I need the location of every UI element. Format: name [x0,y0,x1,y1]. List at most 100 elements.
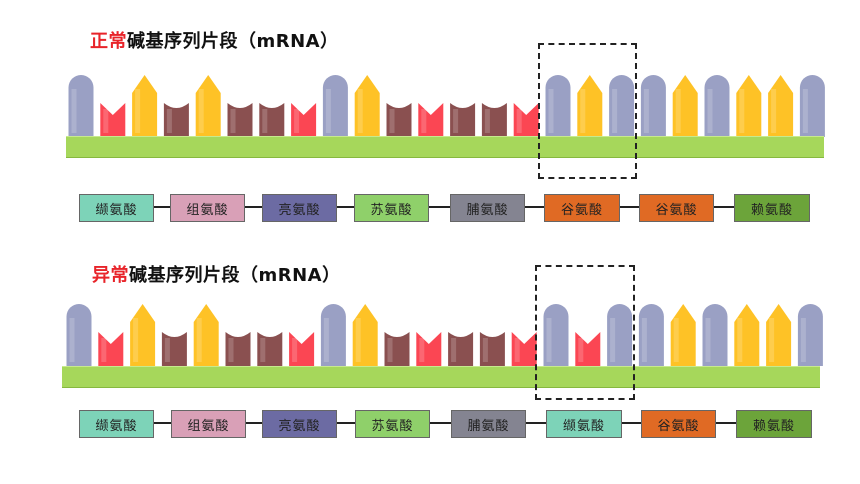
abnormal-base-cytosine [448,332,474,366]
normal-highlight-box [538,43,637,179]
normal-base-adenine [799,75,825,137]
abnormal-base-adenine [66,304,92,366]
abnormal-title: 异常碱基序列片段（mRNA） [92,261,341,287]
normal-base-shine [135,89,141,133]
abnormal-base-shine [355,318,361,362]
normal-base-uracil [100,103,126,137]
normal-title-highlight: 正常 [90,31,127,52]
normal-base-strand [68,75,825,137]
normal-base-shine [643,89,649,133]
normal-base-cytosine [450,103,476,137]
normal-base-shine [707,89,713,133]
normal-peptide-bond [337,206,354,208]
abnormal-base-cytosine [257,332,283,366]
normal-base-shine [262,109,268,133]
normal-title: 正常碱基序列片段（mRNA） [90,27,339,53]
abnormal-base-shine [164,338,170,362]
normal-amino-acid: 谷氨酸 [639,194,714,222]
abnormal-base-shine [260,338,266,362]
normal-base-guanine [736,75,762,137]
abnormal-base-shine [737,318,743,362]
abnormal-amino-acid: 谷氨酸 [641,410,716,438]
normal-base-guanine [672,75,698,137]
normal-base-adenine [322,75,348,137]
abnormal-base-uracil [575,332,601,366]
abnormal-title-highlight: 异常 [92,265,129,286]
abnormal-base-adenine [638,304,664,366]
normal-amino-acid: 缬氨酸 [79,194,154,222]
normal-base-shine [516,109,522,133]
abnormal-base-shine [514,338,520,362]
normal-base-shine [389,109,395,133]
abnormal-peptide-bond [430,422,451,424]
abnormal-base-shine [800,318,806,362]
abnormal-base-shine [451,338,457,362]
abnormal-base-shine [69,318,75,362]
abnormal-peptide-bond [337,422,355,424]
abnormal-highlight-box [535,265,635,400]
normal-amino-acid: 谷氨酸 [544,194,620,222]
normal-peptide-bond [620,206,639,208]
abnormal-amino-acid: 亮氨酸 [262,410,337,438]
abnormal-peptide-bond [622,422,641,424]
normal-base-shine [802,89,808,133]
abnormal-backbone [62,366,820,388]
abnormal-peptide-bond [246,422,262,424]
abnormal-base-shine [101,338,107,362]
abnormal-base-adenine [320,304,346,366]
normal-base-shine [71,89,77,133]
abnormal-base-adenine [797,304,823,366]
normal-amino-acid: 赖氨酸 [734,194,810,222]
abnormal-base-shine [705,318,711,362]
normal-base-guanine [354,75,380,137]
normal-amino-acid: 亮氨酸 [262,194,337,222]
normal-base-shine [453,109,459,133]
normal-base-shine [421,109,427,133]
normal-base-adenine [640,75,666,137]
normal-amino-acid: 组氨酸 [170,194,245,222]
normal-base-adenine [545,75,571,137]
normal-base-shine [739,89,745,133]
normal-peptide-bond [245,206,262,208]
abnormal-base-shine [482,338,488,362]
abnormal-base-shine [323,318,329,362]
abnormal-base-shine [641,318,647,362]
abnormal-peptide-bond [526,422,546,424]
abnormal-amino-acid: 缬氨酸 [546,410,622,438]
abnormal-base-strand [66,304,823,366]
abnormal-base-shine [673,318,679,362]
abnormal-base-guanine [352,304,378,366]
normal-base-shine [612,89,618,133]
normal-peptide-bond [429,206,450,208]
normal-base-adenine [704,75,730,137]
normal-base-shine [675,89,681,133]
normal-base-guanine [577,75,603,137]
abnormal-base-guanine [734,304,760,366]
abnormal-amino-acid-chain: 缬氨酸组氨酸亮氨酸苏氨酸脯氨酸缬氨酸谷氨酸赖氨酸 [0,409,860,445]
normal-base-shine [548,89,554,133]
abnormal-base-shine [228,338,234,362]
normal-base-shine [294,109,300,133]
abnormal-base-adenine [543,304,569,366]
abnormal-base-uracil [511,332,537,366]
abnormal-base-cytosine [384,332,410,366]
abnormal-base-guanine [193,304,219,366]
abnormal-base-cytosine [161,332,187,366]
abnormal-base-cytosine [225,332,251,366]
normal-base-cytosine [163,103,189,137]
abnormal-base-uracil [416,332,442,366]
normal-base-shine [325,89,331,133]
abnormal-base-shine [133,318,139,362]
abnormal-base-shine [419,338,425,362]
normal-base-cytosine [481,103,507,137]
normal-base-cytosine [259,103,285,137]
normal-backbone [66,136,824,158]
normal-amino-acid: 苏氨酸 [354,194,429,222]
normal-base-uracil [291,103,317,137]
abnormal-title-rest: 碱基序列片段（mRNA） [129,265,341,286]
abnormal-base-shine [387,338,393,362]
normal-base-adenine [609,75,635,137]
normal-base-shine [198,89,204,133]
normal-base-adenine [68,75,94,137]
abnormal-base-adenine [702,304,728,366]
